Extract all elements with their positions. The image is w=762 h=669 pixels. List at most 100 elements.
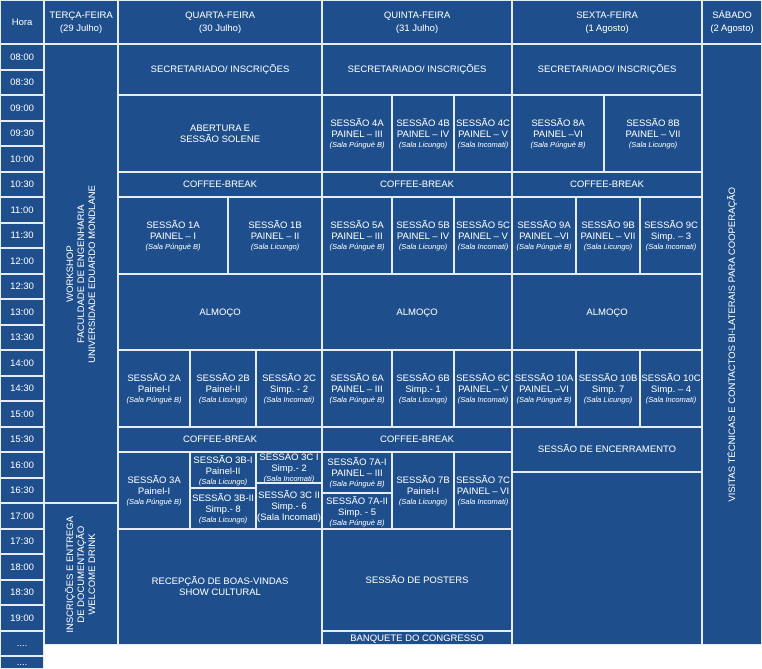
time-slot: 17:00 (0, 503, 44, 529)
qua-sessao-2b-line: (Sala Licungo) (198, 395, 248, 404)
qui-sessao-7a-i-line: (Sala Púnguè B) (329, 479, 385, 488)
qui-sessao-7a-ii-line: SESSÃO 7A-II (326, 495, 388, 507)
qui-sessao-6b-line: SESSÃO 6B (396, 373, 450, 384)
qua-sessao-1b-line: PAINEL – II (250, 231, 300, 242)
sex-sessao-9b-line: SESSÃO 9B (581, 220, 635, 231)
qua-sessao-3c-i-line: SESSÃO 3C I (259, 452, 319, 463)
sex-coffee-1-line: COFFEE-BREAK (570, 179, 644, 190)
visitas-cell-line: VISITAS TÉCNICAS E CONTACTOS BI-LATERAIS… (726, 187, 738, 502)
qui-sessao-7c-line: (Sala Incomati) (457, 497, 509, 506)
header-2-line: (30 Julho) (198, 23, 242, 34)
sex-sessao-10b-line: SESSÃO 10B (578, 373, 638, 384)
qui-coffee-1: COFFEE-BREAK (322, 172, 512, 197)
qua-sessao-3c-i-line: Simp.- 2 (271, 463, 307, 474)
header-0-line: Hora (11, 16, 33, 28)
time-slot: .... (0, 631, 44, 656)
header-4-line: (1 Agosto) (585, 23, 629, 34)
time-slot: 19:00 (0, 605, 44, 631)
qui-sessao-7a-ii-line: Simp. - 5 (337, 506, 376, 518)
sex-sessao-10b-line: Simp. 7 (591, 384, 625, 395)
qua-recepcao-line: RECEPÇÃO DE BOAS-VINDAS (151, 576, 289, 587)
qua-almoco-line: ALMOÇO (199, 306, 241, 318)
qua-sessao-3c-ii-line: Simp.- 6 (271, 500, 307, 512)
qui-banquete-line: BANQUETE DO CONGRESSO (350, 632, 484, 644)
qua-sessao-1a-line: (Sala Púnguè B) (145, 242, 201, 251)
time-slot: 11:00 (0, 197, 44, 223)
qua-coffee-2-line: COFFEE-BREAK (183, 434, 257, 445)
header-4: SEXTA-FEIRA(1 Agosto) (512, 0, 702, 44)
qua-sessao-1a-line: PAINEL – I (150, 231, 196, 242)
qui-coffee-1-line: COFFEE-BREAK (380, 179, 454, 190)
time-slot: .... (0, 656, 44, 669)
time-slot: 16:30 (0, 478, 44, 503)
qua-sessao-3a-line: (Sala Púnguè B) (126, 497, 182, 506)
qui-sessao-5b-line: PAINEL – IV (396, 231, 450, 242)
qua-sessao-3b-ii-line: SESSÃO 3B-II (192, 493, 254, 504)
qui-sessao-4c-line: PAINEL – V (458, 129, 508, 140)
qua-sessao-1b-line: SESSÃO 1B (248, 220, 302, 231)
qua-sessao-2c-line: (Sala Incomati) (263, 395, 315, 404)
qui-sessao-6c-line: (Sala Incomati) (457, 395, 509, 404)
qui-sessao-4c-line: SESSÃO 4C (456, 118, 510, 129)
qua-coffee-2: COFFEE-BREAK (118, 427, 322, 452)
header-3: QUINTA-FEIRA(31 Julho) (322, 0, 512, 44)
qui-sessao-6b-line: (Sala Licungo) (398, 395, 448, 404)
qua-abertura-line: ABERTURA E (189, 122, 250, 134)
qui-secretariado: SECRETARIADO/ INSCRIÇÕES (322, 44, 512, 95)
qua-coffee-1: COFFEE-BREAK (118, 172, 322, 197)
time-slot: 09:30 (0, 121, 44, 146)
sex-sessao-8a-line: (Sala Púnguè B) (530, 140, 586, 149)
qui-sessao-4a-line: (Sala Púnguè B) (329, 140, 385, 149)
time-slot: 08:30 (0, 70, 44, 95)
qui-posters: SESSÃO DE POSTERS (322, 529, 512, 631)
sex-sessao-9a-line: (Sala Púnguè B) (516, 242, 572, 251)
qui-sessao-5a-line: SESSÃO 5A (330, 220, 384, 231)
qua-sessao-2a-line: SESSÃO 2A (127, 373, 181, 384)
qui-sessao-7a-i-line: SESSÃO 7A-I (327, 457, 387, 468)
header-3-line: (31 Julho) (395, 23, 439, 34)
qui-sessao-5a-line: (Sala Púnguè B) (329, 242, 385, 251)
qui-coffee-2: COFFEE-BREAK (322, 427, 512, 452)
time-slot: 13:00 (0, 299, 44, 325)
sex-sessao-10b-line: (Sala Licungo) (583, 395, 633, 404)
qui-sessao-4a-line: SESSÃO 4A (330, 118, 384, 129)
qua-sessao-1a-line: SESSÃO 1A (146, 220, 200, 231)
time-slot: 17:30 (0, 529, 44, 554)
sex-sessao-10a-line: (Sala Púnguè B) (516, 395, 572, 404)
time-slot: 09:00 (0, 95, 44, 121)
qua-sessao-2c-line: SESSÃO 2C (262, 373, 316, 384)
qua-sessao-2b-line: Painel-II (205, 384, 241, 395)
qui-sessao-5b-line: SESSÃO 5B (396, 220, 450, 231)
qua-abertura-line: SESSÃO SOLENE (179, 133, 261, 145)
qui-almoco-line: ALMOÇO (396, 306, 438, 318)
visitas-cell: VISITAS TÉCNICAS E CONTACTOS BI-LATERAIS… (702, 44, 762, 645)
qua-sessao-3b-i-line: SESSÃO 3B-I (193, 454, 253, 466)
time-slot: 10:00 (0, 146, 44, 172)
qui-sessao-7c-line: PAINEL – VI (456, 486, 510, 497)
time-slot: 18:00 (0, 554, 44, 580)
inscricoes-cell-line: WELCOME DRINK (86, 533, 98, 615)
time-slot: 18:30 (0, 580, 44, 605)
sex-sessao-9c-line: Simp. – 3 (650, 231, 692, 242)
qui-sessao-6c-line: SESSÃO 6C (456, 373, 510, 384)
sex-sessao-9b-line: (Sala Licungo) (583, 242, 633, 251)
qui-sessao-6a-line: SESSÃO 6A (330, 373, 384, 384)
qui-coffee-2-line: COFFEE-BREAK (380, 434, 454, 445)
sex-sessao-8a-line: PAINEL –VI (533, 129, 583, 140)
sex-encerramento-line: SESSÃO DE ENCERRAMENTO (537, 444, 677, 455)
sex-sessao-10c-line: (Sala Incomati) (645, 395, 697, 404)
header-5-line: (2 Agosto) (710, 23, 754, 34)
qui-sessao-5a-line: PAINEL – III (331, 231, 383, 242)
